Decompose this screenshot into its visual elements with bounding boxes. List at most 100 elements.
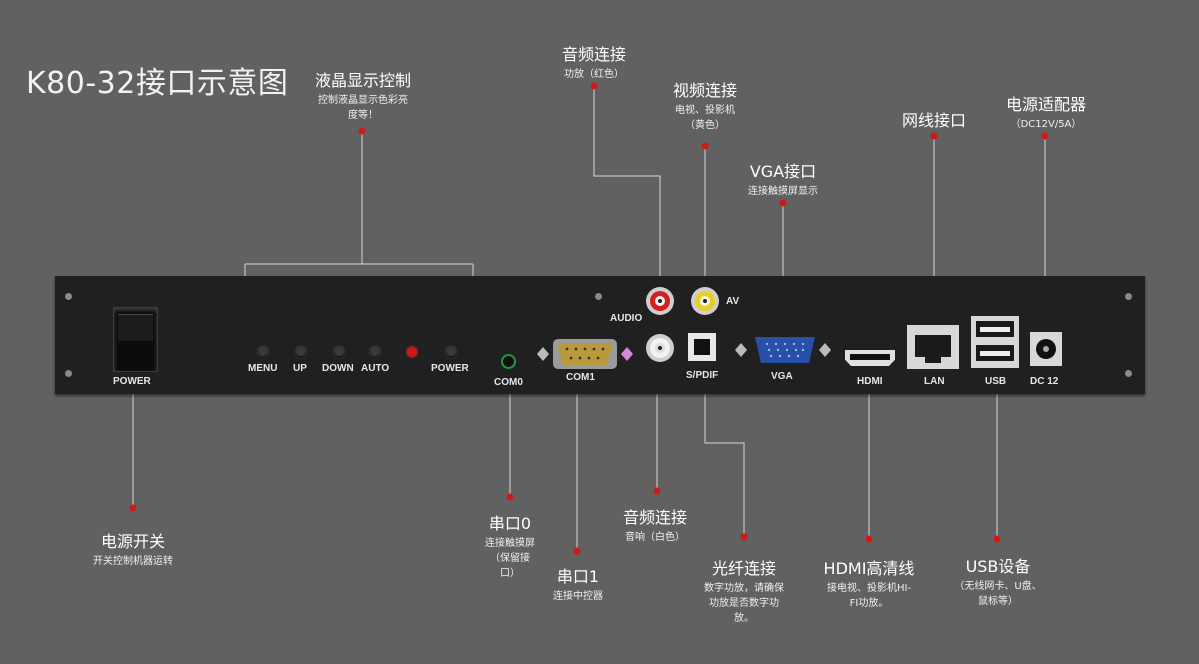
power-callout: 电源开关 开关控制机器运转	[66, 528, 200, 569]
device-rear-panel: POWER MENU UP DOWN AUTO POWER COM0 COM1	[55, 276, 1145, 394]
lcd-leader	[244, 131, 474, 350]
usb-dot	[993, 535, 1001, 543]
vga-dot	[779, 199, 787, 207]
power-led	[407, 347, 417, 357]
spdif-label: S/PDIF	[686, 370, 719, 381]
hdmi-desc-2: FI功放。	[849, 598, 889, 609]
lan-label: LAN	[924, 376, 945, 387]
hdmi-port[interactable]	[845, 350, 895, 366]
vga-port[interactable]	[731, 334, 835, 366]
com1-desc: 连接中控器	[553, 591, 603, 602]
audio-top-heading: 音频连接	[561, 45, 626, 64]
com0-label: COM0	[494, 377, 523, 388]
hdmi-heading: HDMI高清线	[823, 559, 915, 578]
video-heading: 视频连接	[672, 81, 737, 100]
vga-desc: 连接触摸屏显示	[748, 186, 818, 197]
spdif-desc-1: 数字功放，请确保	[704, 583, 784, 594]
auto-button[interactable]	[369, 346, 381, 358]
audio-top-leader	[593, 86, 661, 288]
com0-dot	[506, 493, 514, 501]
lan-heading: 网线接口	[901, 111, 966, 130]
screw	[65, 293, 72, 300]
com0-heading: 串口0	[488, 514, 532, 533]
spdif-heading: 光纤连接	[711, 559, 776, 578]
hdmi-desc-1: 接电视、投影机HI-	[826, 583, 912, 594]
com1-port[interactable]	[533, 336, 639, 372]
lcd-heading: 液晶显示控制	[314, 71, 411, 90]
spdif-port[interactable]	[688, 333, 716, 361]
audio-label: AUDIO	[610, 313, 643, 324]
video-dot	[701, 142, 709, 150]
av-yellow-jack	[691, 287, 719, 315]
com1-callout: 串口1 连接中控器	[536, 563, 620, 604]
hdmi-callout: HDMI高清线 接电视、投影机HI- FI功放。	[808, 555, 930, 611]
lan-dot	[930, 132, 938, 140]
spdif-callout: 光纤连接 数字功放，请确保 功放是否数字功 放。	[686, 555, 802, 626]
auto-label: AUTO	[361, 363, 390, 374]
menu-label: MENU	[248, 363, 278, 374]
hdmi-dot	[865, 535, 873, 543]
rca-jacks	[646, 287, 719, 362]
vga-heading: VGA接口	[749, 162, 817, 181]
usb-ports[interactable]	[971, 316, 1019, 368]
power-dot	[129, 504, 137, 512]
screw	[595, 293, 602, 300]
audio-bottom-desc: 音响（白色）	[625, 532, 685, 543]
spdif-desc-3: 放。	[734, 613, 754, 624]
audio-top-callout: 音频连接 功放（红色）	[536, 41, 652, 82]
screw	[1125, 293, 1132, 300]
screw	[65, 370, 72, 377]
lan-port[interactable]	[907, 325, 959, 369]
audio-red-jack	[646, 287, 674, 315]
dc-heading: 电源适配器	[1005, 95, 1086, 114]
hdmi-label: HDMI	[857, 376, 883, 387]
usb-desc-2: 鼠标等）	[978, 596, 1018, 607]
power2-label: POWER	[431, 363, 469, 374]
audio-bottom-dot	[653, 487, 661, 495]
com0-callout: 串口0 连接触摸屏 （保留接 口）	[468, 510, 552, 581]
usb-desc-1: （无线网卡、U盘、	[954, 581, 1042, 592]
com1-dot	[573, 547, 581, 555]
spdif-dot	[740, 533, 748, 541]
com1-heading: 串口1	[556, 567, 600, 586]
dc-dot	[1041, 132, 1049, 140]
up-label: UP	[293, 363, 307, 374]
video-callout: 视频连接 电视、投影机 （黄色）	[646, 77, 764, 133]
screw	[1125, 370, 1132, 377]
lan-callout: 网线接口	[880, 107, 988, 131]
lcd-dot	[358, 127, 366, 135]
page-title: K80-32接口示意图	[26, 66, 289, 101]
com1-label: COM1	[566, 372, 595, 383]
usb-callout: USB设备 （无线网卡、U盘、 鼠标等）	[936, 553, 1060, 609]
usb-heading: USB设备	[965, 557, 1031, 576]
down-button[interactable]	[333, 346, 345, 358]
video-desc-2: （黄色）	[685, 120, 725, 131]
av-label: AV	[726, 296, 740, 307]
power-button[interactable]	[445, 346, 457, 358]
dc-label: DC 12	[1030, 376, 1059, 387]
power-switch[interactable]	[113, 307, 158, 372]
usb-label: USB	[985, 376, 1007, 387]
power-label: POWER	[113, 376, 151, 387]
audio-top-dot	[590, 82, 598, 90]
audio-white-jack	[646, 334, 674, 362]
com0-port[interactable]	[501, 354, 516, 369]
audio-bottom-callout: 音频连接 音响（白色）	[600, 504, 710, 545]
vga-callout: VGA接口 连接触摸屏显示	[720, 158, 846, 199]
audio-top-desc: 功放（红色）	[564, 69, 624, 80]
lcd-callout: 液晶显示控制 控制液晶显示色彩亮 度等！	[296, 67, 430, 123]
video-desc-1: 电视、投影机	[675, 105, 735, 116]
dc-callout: 电源适配器 （DC12V/5A）	[990, 91, 1102, 132]
com0-desc-3: 口）	[500, 568, 520, 579]
power-desc: 开关控制机器运转	[93, 556, 173, 567]
com0-desc-1: 连接触摸屏	[485, 538, 535, 549]
dc-desc: （DC12V/5A）	[1010, 119, 1082, 130]
spdif-leader	[704, 388, 745, 537]
vga-label: VGA	[771, 371, 793, 382]
up-button[interactable]	[295, 346, 307, 358]
spdif-desc-2: 功放是否数字功	[709, 598, 779, 609]
com0-desc-2: （保留接	[490, 553, 530, 564]
dc-jack[interactable]	[1030, 332, 1062, 366]
lcd-desc-1: 控制液晶显示色彩亮	[318, 95, 408, 106]
menu-button[interactable]	[257, 346, 269, 358]
